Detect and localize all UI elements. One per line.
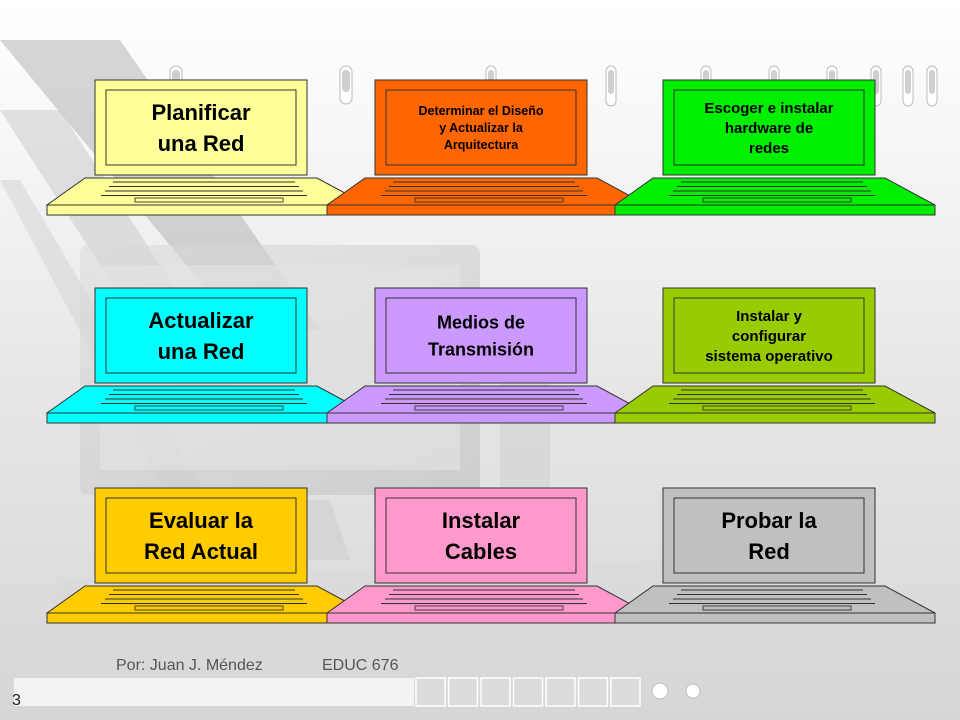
laptop-screen — [374, 487, 588, 584]
laptop-label: Instalar y — [736, 308, 803, 325]
laptop-label: Evaluar la — [149, 508, 254, 533]
screen-inner-frame — [105, 89, 297, 166]
laptop-base-front — [46, 204, 368, 216]
footer-author: Por: Juan J. Méndez — [116, 657, 263, 674]
laptop-screen — [94, 287, 308, 384]
screen-inner-frame — [385, 297, 577, 374]
touchpad — [702, 405, 852, 411]
laptop-label: Escoger e instalar — [704, 100, 833, 117]
laptop-label: una Red — [158, 339, 245, 364]
screen-inner-frame — [673, 497, 865, 574]
touchpad — [414, 605, 564, 611]
laptop-base-front — [326, 204, 648, 216]
laptop-label: configurar — [732, 328, 806, 345]
laptop-screen — [94, 79, 308, 176]
laptop-label: Instalar — [442, 508, 521, 533]
screen-inner-frame — [385, 89, 577, 166]
laptop-planificar: Planificar una Red — [45, 79, 368, 216]
screen-inner-frame — [105, 297, 297, 374]
top-pill-decoration — [339, 65, 353, 105]
touchpad — [134, 605, 284, 611]
screen-inner-frame — [105, 497, 297, 574]
laptop-base-front — [46, 412, 368, 424]
laptop-probar: Probar la Red — [613, 487, 936, 624]
laptop-label: Planificar — [151, 100, 250, 125]
laptop-hardware: Escoger e instalar hardware de redes — [613, 79, 936, 216]
laptop-base-front — [326, 612, 648, 624]
page-number: 3 — [12, 692, 21, 709]
laptop-label: una Red — [158, 131, 245, 156]
screen-inner-frame — [673, 297, 865, 374]
top-pill-decoration — [926, 65, 938, 107]
laptop-evaluar: Evaluar la Red Actual — [45, 487, 368, 624]
screen-inner-frame — [385, 497, 577, 574]
laptop-label: Red — [748, 539, 790, 564]
laptop-base-front — [614, 204, 936, 216]
laptop-label: Determinar el Diseño — [418, 104, 543, 118]
laptop-base-front — [326, 412, 648, 424]
laptop-label: y Actualizar la — [439, 121, 524, 135]
laptop-label: redes — [749, 140, 789, 157]
laptop-screen — [374, 287, 588, 384]
laptop-screen — [662, 287, 876, 384]
laptop-label: Red Actual — [144, 539, 258, 564]
laptop-screen — [662, 487, 876, 584]
footer-course: EDUC 676 — [322, 657, 399, 674]
laptop-label: hardware de — [725, 120, 813, 137]
laptop-label: Cables — [445, 539, 517, 564]
laptop-screen — [662, 79, 876, 176]
touchpad — [134, 197, 284, 203]
screen-inner-frame — [673, 89, 865, 166]
bottom-decor-bar — [14, 677, 701, 707]
touchpad — [702, 197, 852, 203]
laptop-label: sistema operativo — [705, 348, 833, 365]
laptop-screen — [94, 487, 308, 584]
top-pill-decoration — [902, 65, 914, 107]
laptop-medios: Medios de Transmisión — [325, 287, 648, 424]
laptop-label: Medios de — [437, 312, 525, 332]
laptop-base-front — [614, 612, 936, 624]
touchpad — [702, 605, 852, 611]
laptop-screen — [374, 79, 588, 176]
touchpad — [414, 197, 564, 203]
laptop-label: Transmisión — [428, 339, 534, 359]
laptop-label: Probar la — [721, 508, 817, 533]
laptop-label: Actualizar — [148, 308, 254, 333]
laptop-base-front — [46, 612, 368, 624]
laptop-base-front — [614, 412, 936, 424]
top-pill-decoration — [605, 65, 617, 107]
touchpad — [414, 405, 564, 411]
laptop-disenio: Determinar el Diseño y Actualizar la Arqui… — [325, 79, 648, 216]
laptop-label: Arquitectura — [444, 138, 519, 152]
touchpad — [134, 405, 284, 411]
laptop-so: Instalar y configurar sistema operativo — [613, 287, 936, 424]
